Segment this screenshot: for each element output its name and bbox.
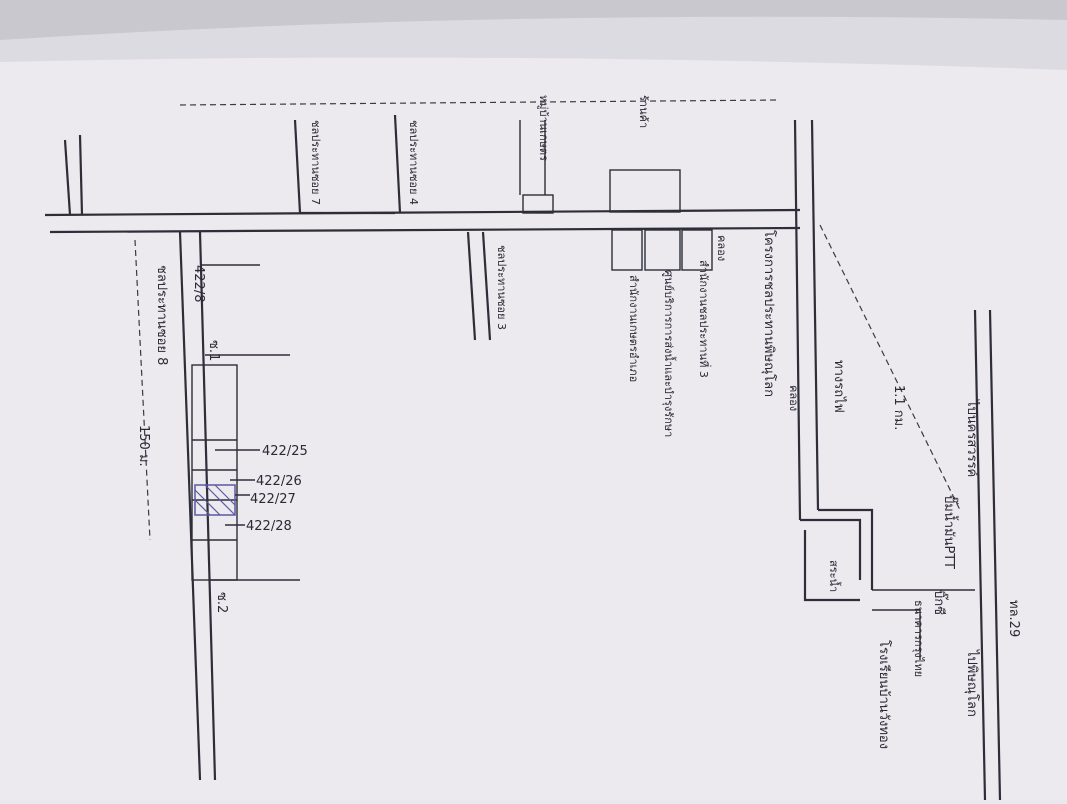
village-lane: [519, 120, 546, 195]
canal-bend-east: [818, 508, 874, 590]
label-phitsanulok: ไปพิษณุโลก: [964, 649, 980, 717]
office-building-top: [609, 169, 681, 213]
label-canal-soi-3: ชลประทานซอย 3: [495, 245, 508, 330]
highway-29-east: [988, 309, 1002, 801]
label-pond: สระน้ำ: [827, 560, 842, 592]
lot-dividers: [192, 439, 237, 541]
highway-29-west: [973, 309, 987, 801]
label-canal-soi-8: ชลประทานซอย 8: [154, 265, 169, 365]
main-road-bottom-edge: [49, 226, 801, 234]
boundary-dashed-line: [179, 99, 781, 106]
soi3-road-a: [466, 231, 477, 341]
canal-west-bank: [793, 119, 802, 521]
label-lot-422-8: 422/8: [191, 265, 206, 302]
left-road-edge-a: [178, 231, 202, 781]
label-lot-422-26: 422/26: [256, 474, 302, 489]
label-canal-soi-7: ชลประทานซอย 7: [309, 120, 322, 205]
label-school: โรงเรียนบ้านวังทอง: [876, 640, 892, 749]
lot-arrows: [215, 449, 260, 526]
paper-edge: [0, 0, 1067, 40]
label-canal-2: คลอง: [787, 385, 800, 411]
label-lot-422-28: 422/28: [246, 519, 292, 534]
canal-bend-west: [800, 518, 862, 580]
label-distance-150: 150 ม.: [136, 425, 151, 467]
hatch-marks: [194, 484, 236, 516]
label-soi-1: ซ.1: [206, 340, 221, 361]
left-upper-road-b: [63, 139, 72, 216]
village-gate: [522, 194, 554, 214]
label-office-1: สำนักงานชลประทานที่ 3: [697, 260, 712, 378]
label-bank: ธนาคารกรุงไทย: [912, 600, 925, 677]
branch-to-school: [872, 609, 921, 660]
label-ptt: ปั๊มน้ำมันPTT: [941, 495, 959, 569]
label-hwy29: ทล.29: [1006, 600, 1021, 637]
soi7-road-left: [293, 119, 302, 214]
office-building-3: [681, 229, 713, 271]
label-canal-1: คลอง: [715, 235, 728, 261]
paper-sheet: [0, 57, 1067, 800]
left-road-edge-b: [198, 231, 217, 781]
label-office-3: สำนักงานเกษตรอำเภอ: [627, 275, 640, 382]
label-kaset-village: หมู่บ้านเกษตร: [537, 95, 550, 161]
label-shop: ร้านค้า: [637, 95, 650, 128]
office-building-2: [644, 229, 681, 271]
distance-line-150m: [134, 239, 151, 541]
soi3-road-b: [481, 231, 492, 341]
soi4-road-right: [393, 114, 402, 214]
label-nakhon-sawan: ไปนครสวรรค์: [964, 399, 980, 477]
main-road-top-edge: [44, 208, 801, 217]
railway-line: [819, 224, 961, 511]
label-canal-soi-4: ชลประทานซอย 4: [407, 120, 420, 205]
label-irrigation-project: โครงการชลประทานพิษณุโลก: [761, 230, 777, 397]
pond-outline: [803, 530, 860, 602]
label-distance-11: 1.1 กม.: [891, 385, 906, 430]
canal-east-bank: [810, 119, 820, 511]
label-railway: ทางรถไฟ: [831, 360, 847, 413]
office-building-1: [611, 229, 643, 271]
label-lot-422-27: 422/27: [250, 492, 296, 507]
left-upper-road-a: [78, 134, 84, 216]
label-soi-2: ซ.2: [214, 592, 229, 613]
label-bigc: บิ๊กซี: [931, 590, 949, 615]
label-office-2: ศูนย์บริการการส่งน้ำและบำรุงรักษา: [662, 270, 677, 437]
label-lot-422-25: 422/25: [262, 444, 308, 459]
soi-lanes: [200, 264, 300, 581]
